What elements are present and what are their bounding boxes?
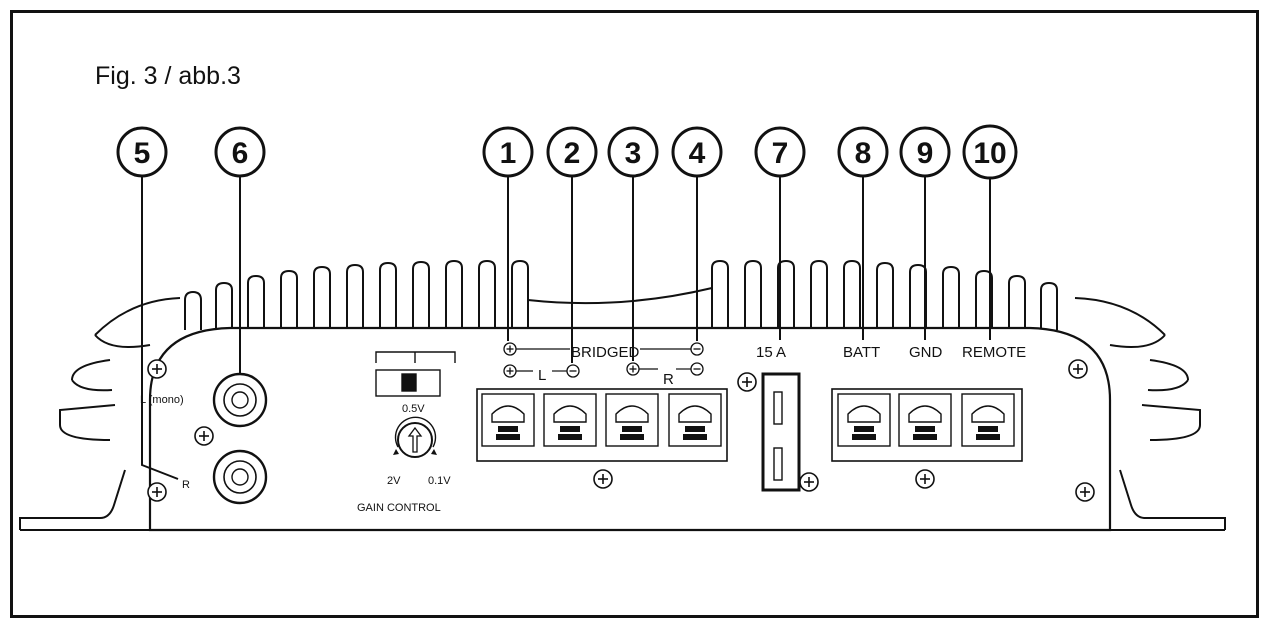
left-plus-icon [503, 364, 517, 378]
input-switch [375, 351, 456, 397]
screw-icon [194, 426, 214, 446]
fuse-screw-icon [737, 372, 757, 392]
callout-8: 8 [837, 126, 889, 178]
fuse-rating-label: 15 A [756, 344, 786, 361]
callout-6: 6 [214, 126, 266, 178]
callout-5: 5 [116, 126, 168, 178]
callout-3: 3 [607, 126, 659, 178]
rca-input-right [212, 449, 268, 505]
left-minus-icon [566, 364, 580, 378]
screw-icon [915, 469, 935, 489]
speaker-terminal-2 [543, 393, 597, 447]
rca-left-label: L (mono) [140, 394, 184, 406]
svg-text:7: 7 [772, 137, 789, 170]
gain-max-label: 0.1V [428, 475, 451, 487]
bridged-minus-icon [690, 342, 704, 356]
remote-label: REMOTE [962, 344, 1026, 361]
svg-text:1: 1 [500, 137, 517, 170]
switch-value-label: 0.5V [402, 403, 425, 415]
svg-text:10: 10 [973, 137, 1006, 170]
left-channel-label: L [538, 367, 546, 384]
callout-9: 9 [899, 126, 951, 178]
gain-knob-icon [393, 416, 437, 458]
screw-icon [1068, 359, 1088, 379]
gain-min-label: 2V [387, 475, 401, 487]
screw-icon [147, 482, 167, 502]
callout-4: 4 [671, 126, 723, 178]
bridged-label: BRIDGED [571, 344, 640, 361]
gnd-terminal [898, 393, 952, 447]
rca-input-left [212, 372, 268, 428]
fuse-screw-icon [799, 472, 819, 492]
leader-lines [141, 176, 991, 480]
gain-control-label: GAIN CONTROL [357, 502, 441, 514]
speaker-terminal-3 [605, 393, 659, 447]
svg-text:5: 5 [134, 137, 151, 170]
left-heatsink-wing [19, 297, 181, 530]
batt-terminal [837, 393, 891, 447]
callout-1: 1 [482, 126, 534, 178]
speaker-terminal-1 [481, 393, 535, 447]
fuse-holder [761, 372, 801, 492]
batt-label: BATT [843, 344, 880, 361]
figure-frame [10, 10, 1259, 618]
svg-text:9: 9 [917, 137, 934, 170]
svg-text:3: 3 [625, 137, 642, 170]
right-heatsink-wing [1074, 297, 1226, 530]
svg-text:2: 2 [564, 137, 581, 170]
right-channel-label: R [663, 371, 674, 388]
right-plus-icon [626, 362, 640, 376]
gnd-label: GND [909, 344, 943, 361]
screw-icon [1075, 482, 1095, 502]
right-minus-icon [690, 362, 704, 376]
screw-icon [593, 469, 613, 489]
heatsink-fins [184, 259, 1058, 330]
callout-10: 10 [962, 124, 1018, 180]
svg-text:8: 8 [855, 137, 872, 170]
callout-7: 7 [754, 126, 806, 178]
bridged-plus-icon [503, 342, 517, 356]
rca-right-label: R [182, 479, 190, 491]
speaker-terminal-4 [668, 393, 722, 447]
remote-terminal [961, 393, 1015, 447]
callout-2: 2 [546, 126, 598, 178]
screw-icon [147, 359, 167, 379]
svg-text:6: 6 [232, 137, 249, 170]
figure-title: Fig. 3 / abb.3 [95, 62, 241, 90]
svg-text:4: 4 [689, 137, 706, 170]
